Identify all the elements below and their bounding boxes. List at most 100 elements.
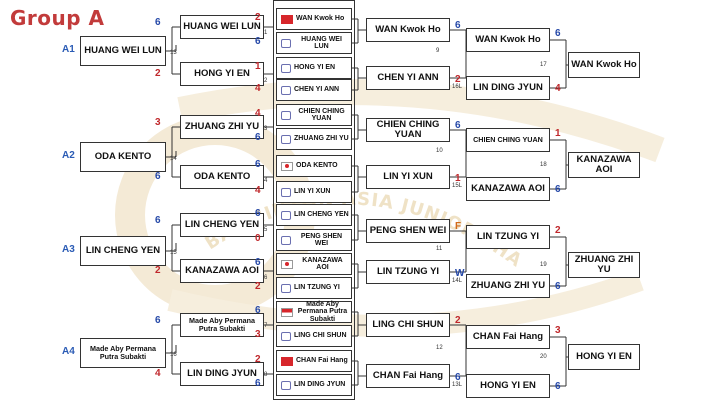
r2-score: 6 (155, 17, 161, 28)
r5-score: 3 (555, 325, 561, 336)
flag-icon (281, 307, 293, 317)
r2-score: 2 (155, 68, 161, 79)
r3-player-box[interactable]: LING CHI SHUN (276, 325, 352, 347)
r3-player-box[interactable]: CHIEN CHING YUAN (276, 104, 352, 126)
r2-player-box[interactable]: KANAZAWA AOI (180, 259, 264, 283)
flag-icon (281, 380, 291, 390)
flag-icon (281, 161, 293, 171)
r2-score: 2 (155, 265, 161, 276)
r2-score: 6 (155, 215, 161, 226)
player-name: LIN DING JYUN (187, 368, 257, 380)
player-name: CHAN Fai Hang (472, 331, 544, 343)
player-name: ODA KENTO (94, 151, 152, 163)
r3-player-box[interactable]: LIN CHENG YEN (276, 204, 352, 226)
r3-player-box[interactable]: HUANG WEI LUN (276, 32, 352, 54)
player-name: HUANG WEI LUN (301, 35, 342, 50)
player-name: Made Aby Permana Putra Subakti (188, 316, 256, 333)
r5-player-box[interactable]: KANAZAWA AOI (466, 177, 550, 201)
r4-player-box[interactable]: LIN TZUNG YI (366, 260, 450, 284)
player-name: HONG YI EN (576, 351, 632, 363)
r3-player-box[interactable]: LIN TZUNG YI (276, 277, 352, 299)
player-name: WAN Kwok Ho (375, 24, 441, 36)
r5-player-box[interactable]: ZHUANG ZHI YU (466, 274, 550, 298)
r5-player-box[interactable]: CHAN Fai Hang (466, 325, 550, 349)
r4-player-box[interactable]: PENG SHEN WEI (366, 219, 450, 243)
match-number: 13 (170, 50, 177, 56)
seed-label: A1 (62, 44, 75, 55)
r3-score: 2 (255, 281, 261, 292)
player-name: KANAZAWA AOI (576, 154, 632, 175)
player-name: LING CHI SHUN (294, 332, 347, 340)
r3-player-box[interactable]: ODA KENTO (276, 155, 352, 177)
r4-score: 2 (455, 74, 461, 85)
r3-player-box[interactable]: KANAZAWA AOI (276, 253, 352, 275)
r1-player-box[interactable]: Made Aby Permana Putra Subakti (80, 338, 166, 368)
r4-player-box[interactable]: CHEN YI ANN (366, 66, 450, 90)
player-name: LIN YI XUN (383, 171, 433, 183)
seed-label: A3 (62, 244, 75, 255)
match-number: 18 (540, 162, 547, 168)
r6-player-box[interactable]: KANAZAWA AOI (568, 152, 640, 178)
r2-player-box[interactable]: HUANG WEI LUN (180, 15, 264, 39)
r5-player-box[interactable]: LIN DING JYUN (466, 76, 550, 100)
r3-player-box[interactable]: HONG YI EN (276, 57, 352, 79)
player-name: PENG SHEN WEI (300, 232, 343, 247)
r5-score: 6 (555, 28, 561, 39)
r6-player-box[interactable]: ZHUANG ZHI YU (568, 252, 640, 278)
r2-player-box[interactable]: Made Aby Permana Putra Subakti (180, 313, 264, 337)
flag-icon (281, 38, 291, 48)
r5-player-box[interactable]: WAN Kwok Ho (466, 28, 550, 52)
r4-score: 6 (455, 120, 461, 131)
flag-icon (281, 63, 291, 73)
player-name: KANAZAWA AOI (302, 256, 343, 271)
match-number: 16L (452, 84, 463, 90)
r5-player-box[interactable]: LIN TZUNG YI (466, 225, 550, 249)
player-name: HUANG WEI LUN (183, 21, 261, 33)
r6-player-box[interactable]: HONG YI EN (568, 344, 640, 370)
flag-icon (281, 210, 291, 220)
r3-player-box[interactable]: WAN Kwok Ho (276, 8, 352, 30)
r3-player-box[interactable]: Made Aby Permana Putra Subakti (276, 301, 352, 323)
r3-player-box[interactable]: CHEN YI ANN (276, 79, 352, 101)
player-name: CHIEN CHING YUAN (473, 135, 543, 145)
flag-icon (281, 14, 293, 24)
r3-player-box[interactable]: LIN DING JYUN (276, 374, 352, 396)
flag-icon (281, 356, 293, 366)
r5-player-box[interactable]: HONG YI EN (466, 374, 550, 398)
r4-player-box[interactable]: LING CHI SHUN (366, 313, 450, 337)
player-name: Made Aby Permana Putra Subakti (89, 344, 157, 361)
player-name: ZHUANG ZHI YU (294, 135, 349, 143)
r3-player-box[interactable]: PENG SHEN WEI (276, 229, 352, 251)
r3-player-box[interactable]: CHAN Fai Hang (276, 350, 352, 372)
r3-score: 4 (255, 185, 261, 196)
r1-player-box[interactable]: ODA KENTO (80, 142, 166, 172)
player-name: ODA KENTO (296, 162, 338, 170)
r3-score: 0 (255, 233, 261, 244)
r3-score: 3 (255, 329, 261, 340)
r1-player-box[interactable]: HUANG WEI LUN (80, 36, 166, 66)
r5-score: 6 (555, 281, 561, 292)
r4-player-box[interactable]: CHIEN CHING YUAN (366, 118, 450, 142)
r4-score: 6 (455, 372, 461, 383)
r3-player-box[interactable]: ZHUANG ZHI YU (276, 128, 352, 150)
r4-player-box[interactable]: LIN YI XUN (366, 165, 450, 189)
r3-player-box[interactable]: LIN YI XUN (276, 181, 352, 203)
player-name: HUANG WEI LUN (84, 45, 162, 57)
r5-player-box[interactable]: CHIEN CHING YUAN (466, 128, 550, 152)
r4-player-box[interactable]: CHAN Fai Hang (366, 364, 450, 388)
r2-player-box[interactable]: HONG YI EN (180, 62, 264, 86)
r2-player-box[interactable]: ZHUANG ZHI YU (180, 115, 264, 139)
flag-icon (281, 110, 291, 120)
r6-player-box[interactable]: WAN Kwok Ho (568, 52, 640, 78)
r3-score: 6 (255, 208, 261, 219)
player-name: CHEN YI ANN (377, 72, 439, 84)
r2-player-box[interactable]: ODA KENTO (180, 165, 264, 189)
flag-icon (281, 283, 291, 293)
r1-player-box[interactable]: LIN CHENG YEN (80, 236, 166, 266)
r2-player-box[interactable]: LIN CHENG YEN (180, 213, 264, 237)
match-number: 5 (264, 226, 268, 233)
r4-player-box[interactable]: WAN Kwok Ho (366, 18, 450, 42)
r2-player-box[interactable]: LIN DING JYUN (180, 362, 264, 386)
